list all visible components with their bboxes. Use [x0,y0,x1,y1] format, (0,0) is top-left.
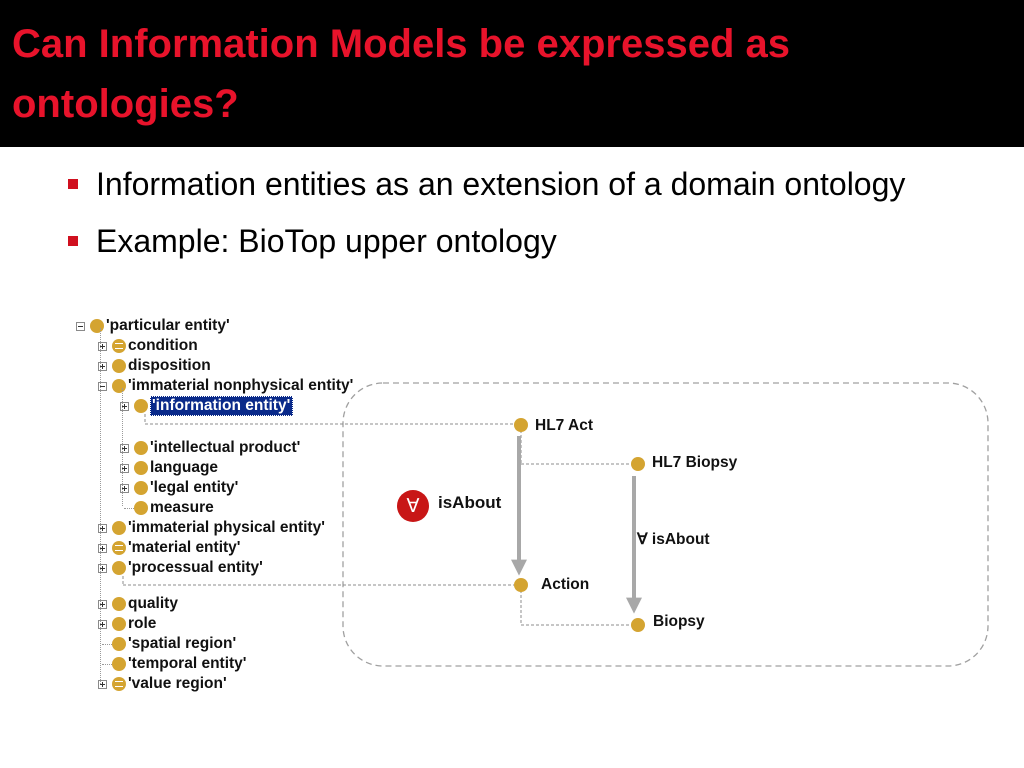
class-dot-icon [112,617,126,631]
tree-item[interactable]: 'immaterial physical entity' [112,518,325,538]
tree-item-label: 'material entity' [128,539,241,556]
collapse-minus-icon[interactable] [98,382,107,391]
tree-item[interactable]: 'immaterial nonphysical entity' [112,376,353,396]
tree-item-label: 'intellectual product' [150,439,301,456]
class-dot-icon [134,501,148,515]
tree-item-label: 'processual entity' [128,559,263,576]
tree-guide-line [100,328,101,684]
tree-item[interactable]: quality [112,594,178,614]
defined-class-icon [112,541,126,555]
tree-guide-line [102,664,112,665]
relation-isabout-label: isAbout [438,493,502,512]
class-dot-icon [112,521,126,535]
bullet-list: Information entities as an extension of … [66,162,996,276]
class-dot-icon [90,319,104,333]
expand-plus-icon[interactable] [98,362,107,371]
bullet-item: Information entities as an extension of … [66,162,996,207]
tree-item-label: condition [128,337,198,354]
expand-plus-icon[interactable] [98,680,107,689]
tree-item[interactable]: 'intellectual product' [134,438,300,458]
class-dot-icon [112,379,126,393]
tree-item-label: disposition [128,357,211,374]
tree-item[interactable]: 'particular entity' [90,316,230,336]
ontology-class-tree: 'particular entity' condition disposition '… [70,316,430,706]
expand-plus-icon[interactable] [120,444,129,453]
class-dot-icon [112,637,126,651]
class-dot-icon [134,461,148,475]
relation-forall-isabout-label: ∀ isAbout [637,531,710,548]
expand-plus-icon[interactable] [120,464,129,473]
bullet-text: Information entities as an extension of … [96,166,906,202]
tree-item-label: role [128,615,157,632]
class-dot-icon [134,441,148,455]
tree-item[interactable]: 'material entity' [112,538,240,558]
tree-guide-line [102,644,112,645]
class-dot-icon [112,657,126,671]
expand-plus-icon[interactable] [98,600,107,609]
tree-item-label: measure [150,499,214,516]
tree-guide-line [122,388,123,506]
tree-item[interactable]: 'temporal entity' [112,654,246,674]
node-hl7-biopsy-icon [631,457,645,471]
bullet-text: Example: BioTop upper ontology [96,223,557,259]
tree-item-label: 'immaterial nonphysical entity' [128,377,354,394]
class-dot-icon [112,561,126,575]
tree-item[interactable]: 'information entity' [134,396,294,416]
defined-class-icon [112,339,126,353]
defined-class-icon [112,677,126,691]
tree-item[interactable]: role [112,614,156,634]
slide-title: Can Information Models be expressed as o… [12,22,790,126]
expand-plus-icon[interactable] [120,484,129,493]
bullet-square-icon [68,236,78,246]
tree-item-label: 'value region' [128,675,227,692]
tree-item[interactable]: 'spatial region' [112,634,236,654]
tree-item[interactable]: measure [134,498,214,518]
bullet-item: Example: BioTop upper ontology [66,219,996,264]
expand-plus-icon[interactable] [98,620,107,629]
node-hl7-act-label: HL7 Act [535,417,593,434]
tree-guide-line [124,508,134,509]
tree-item[interactable]: condition [112,336,198,356]
node-biopsy-label: Biopsy [653,613,705,630]
expand-plus-icon[interactable] [120,402,129,411]
class-dot-icon [112,359,126,373]
bullet-square-icon [68,179,78,189]
tree-item-label: 'information entity' [150,396,294,416]
class-dot-icon [134,399,148,413]
tree-item[interactable]: 'legal entity' [134,478,238,498]
tree-item-label: 'temporal entity' [128,655,247,672]
tree-item-label: 'immaterial physical entity' [128,519,325,536]
tree-item[interactable]: 'value region' [112,674,227,694]
collapse-minus-icon[interactable] [76,322,85,331]
node-action-icon [514,578,528,592]
expand-plus-icon[interactable] [98,342,107,351]
expand-plus-icon[interactable] [98,524,107,533]
expand-plus-icon[interactable] [98,544,107,553]
tree-item[interactable]: language [134,458,218,478]
tree-item-label: quality [128,595,178,612]
class-dot-icon [134,481,148,495]
tree-item-label: 'particular entity' [106,317,230,334]
node-hl7-biopsy-label: HL7 Biopsy [652,454,738,471]
tree-item-label: language [150,459,219,476]
tree-item[interactable]: 'processual entity' [112,558,263,578]
tree-item[interactable]: disposition [112,356,211,376]
class-dot-icon [112,597,126,611]
node-hl7-act-icon [514,418,528,432]
tree-item-label: 'legal entity' [150,479,239,496]
node-action-label: Action [541,576,590,593]
node-biopsy-icon [631,618,645,632]
tree-item-label: 'spatial region' [128,635,237,652]
expand-plus-icon[interactable] [98,564,107,573]
forall-badge-icon: ∀ [397,490,429,522]
title-bar: Can Information Models be expressed as o… [0,0,1024,147]
